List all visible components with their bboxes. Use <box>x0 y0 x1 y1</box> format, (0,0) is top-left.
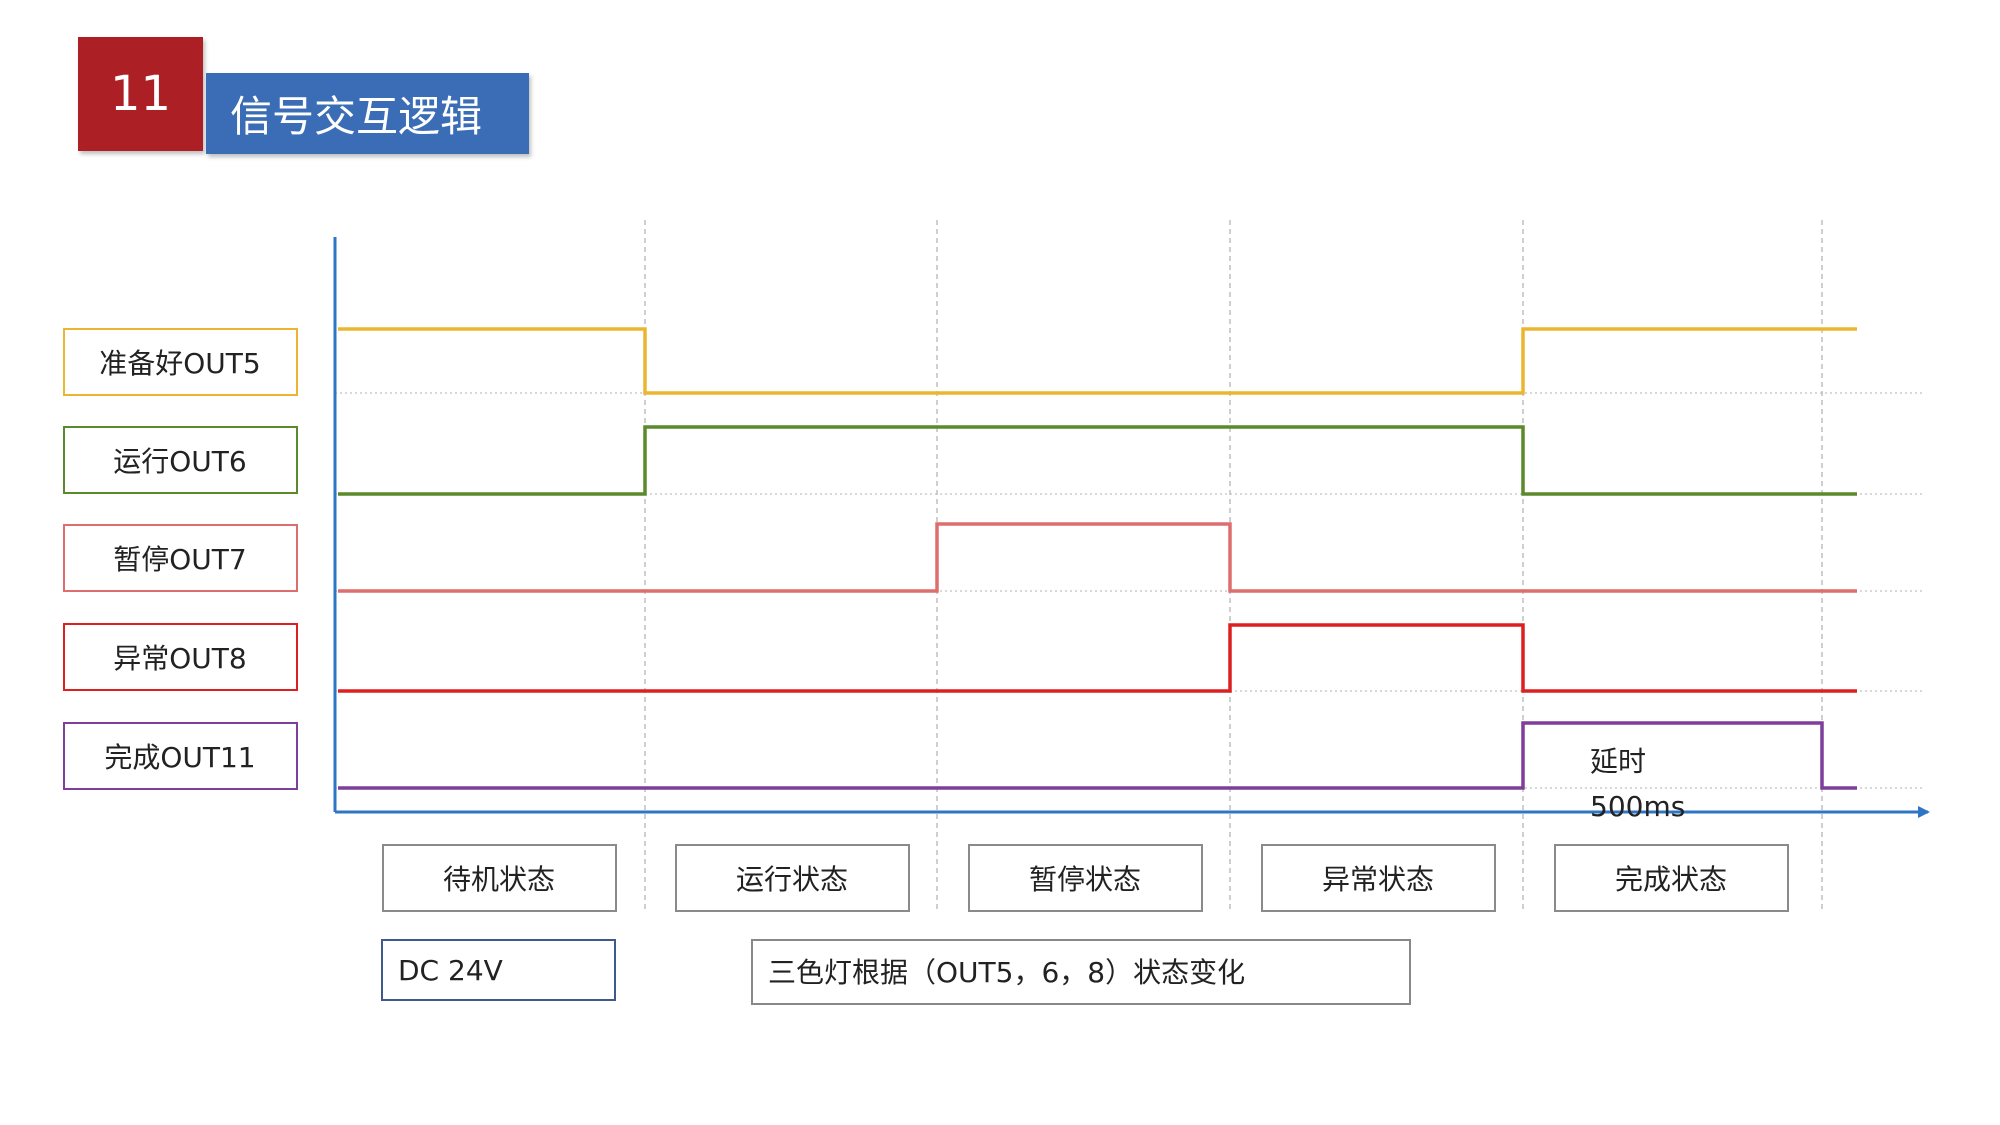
waveform-out3 <box>338 522 1857 593</box>
state-label: 异常状态 <box>1322 863 1434 896</box>
delay-note-line2: 500ms <box>1590 790 1685 823</box>
state-label-boxes: 待机状态 运行状态 暂停状态 异常状态 完成状态 <box>382 844 1789 912</box>
signal-waveforms <box>338 327 1857 790</box>
waveform-out2 <box>338 425 1857 496</box>
state-label-box: 完成状态 <box>1554 844 1789 912</box>
state-label: 完成状态 <box>1615 863 1727 896</box>
signal-label: 暂停OUT7 <box>113 543 246 576</box>
slide-title: 信号交互逻辑 <box>206 73 529 154</box>
signal-label-box: 暂停OUT7 <box>63 524 298 592</box>
state-label-box: 异常状态 <box>1261 844 1496 912</box>
state-label: 运行状态 <box>736 863 848 896</box>
state-label-box: 待机状态 <box>382 844 617 912</box>
dc-note-box: DC 24V <box>381 939 616 1001</box>
waveform-out5 <box>338 721 1857 790</box>
signal-label-box: 准备好OUT5 <box>63 328 298 396</box>
state-label-box: 运行状态 <box>675 844 910 912</box>
waveform-out4 <box>338 623 1857 693</box>
signal-label-box: 运行OUT6 <box>63 426 298 494</box>
signal-label: 准备好OUT5 <box>99 347 260 380</box>
signal-label-box: 异常OUT8 <box>63 623 298 691</box>
state-label-box: 暂停状态 <box>968 844 1203 912</box>
state-label: 待机状态 <box>443 863 555 896</box>
tricolor-note-text: 三色灯根据（OUT5，6，8）状态变化 <box>768 956 1245 989</box>
signal-label: 异常OUT8 <box>113 642 246 675</box>
delay-note-line1: 延时 <box>1590 745 1646 778</box>
signal-label-boxes: 准备好OUT5 运行OUT6 暂停OUT7 异常OUT8 完成OUT11 <box>63 328 298 790</box>
waveform-out1 <box>338 327 1857 395</box>
slide-number-badge: 11 <box>78 37 203 151</box>
signal-label-box: 完成OUT11 <box>63 722 298 790</box>
dc-note-text: DC 24V <box>398 954 503 987</box>
state-label: 暂停状态 <box>1029 863 1141 896</box>
signal-label: 运行OUT6 <box>113 445 246 478</box>
signal-label: 完成OUT11 <box>104 741 255 774</box>
axes <box>333 237 1930 818</box>
tricolor-note-box: 三色灯根据（OUT5，6，8）状态变化 <box>751 939 1411 1005</box>
